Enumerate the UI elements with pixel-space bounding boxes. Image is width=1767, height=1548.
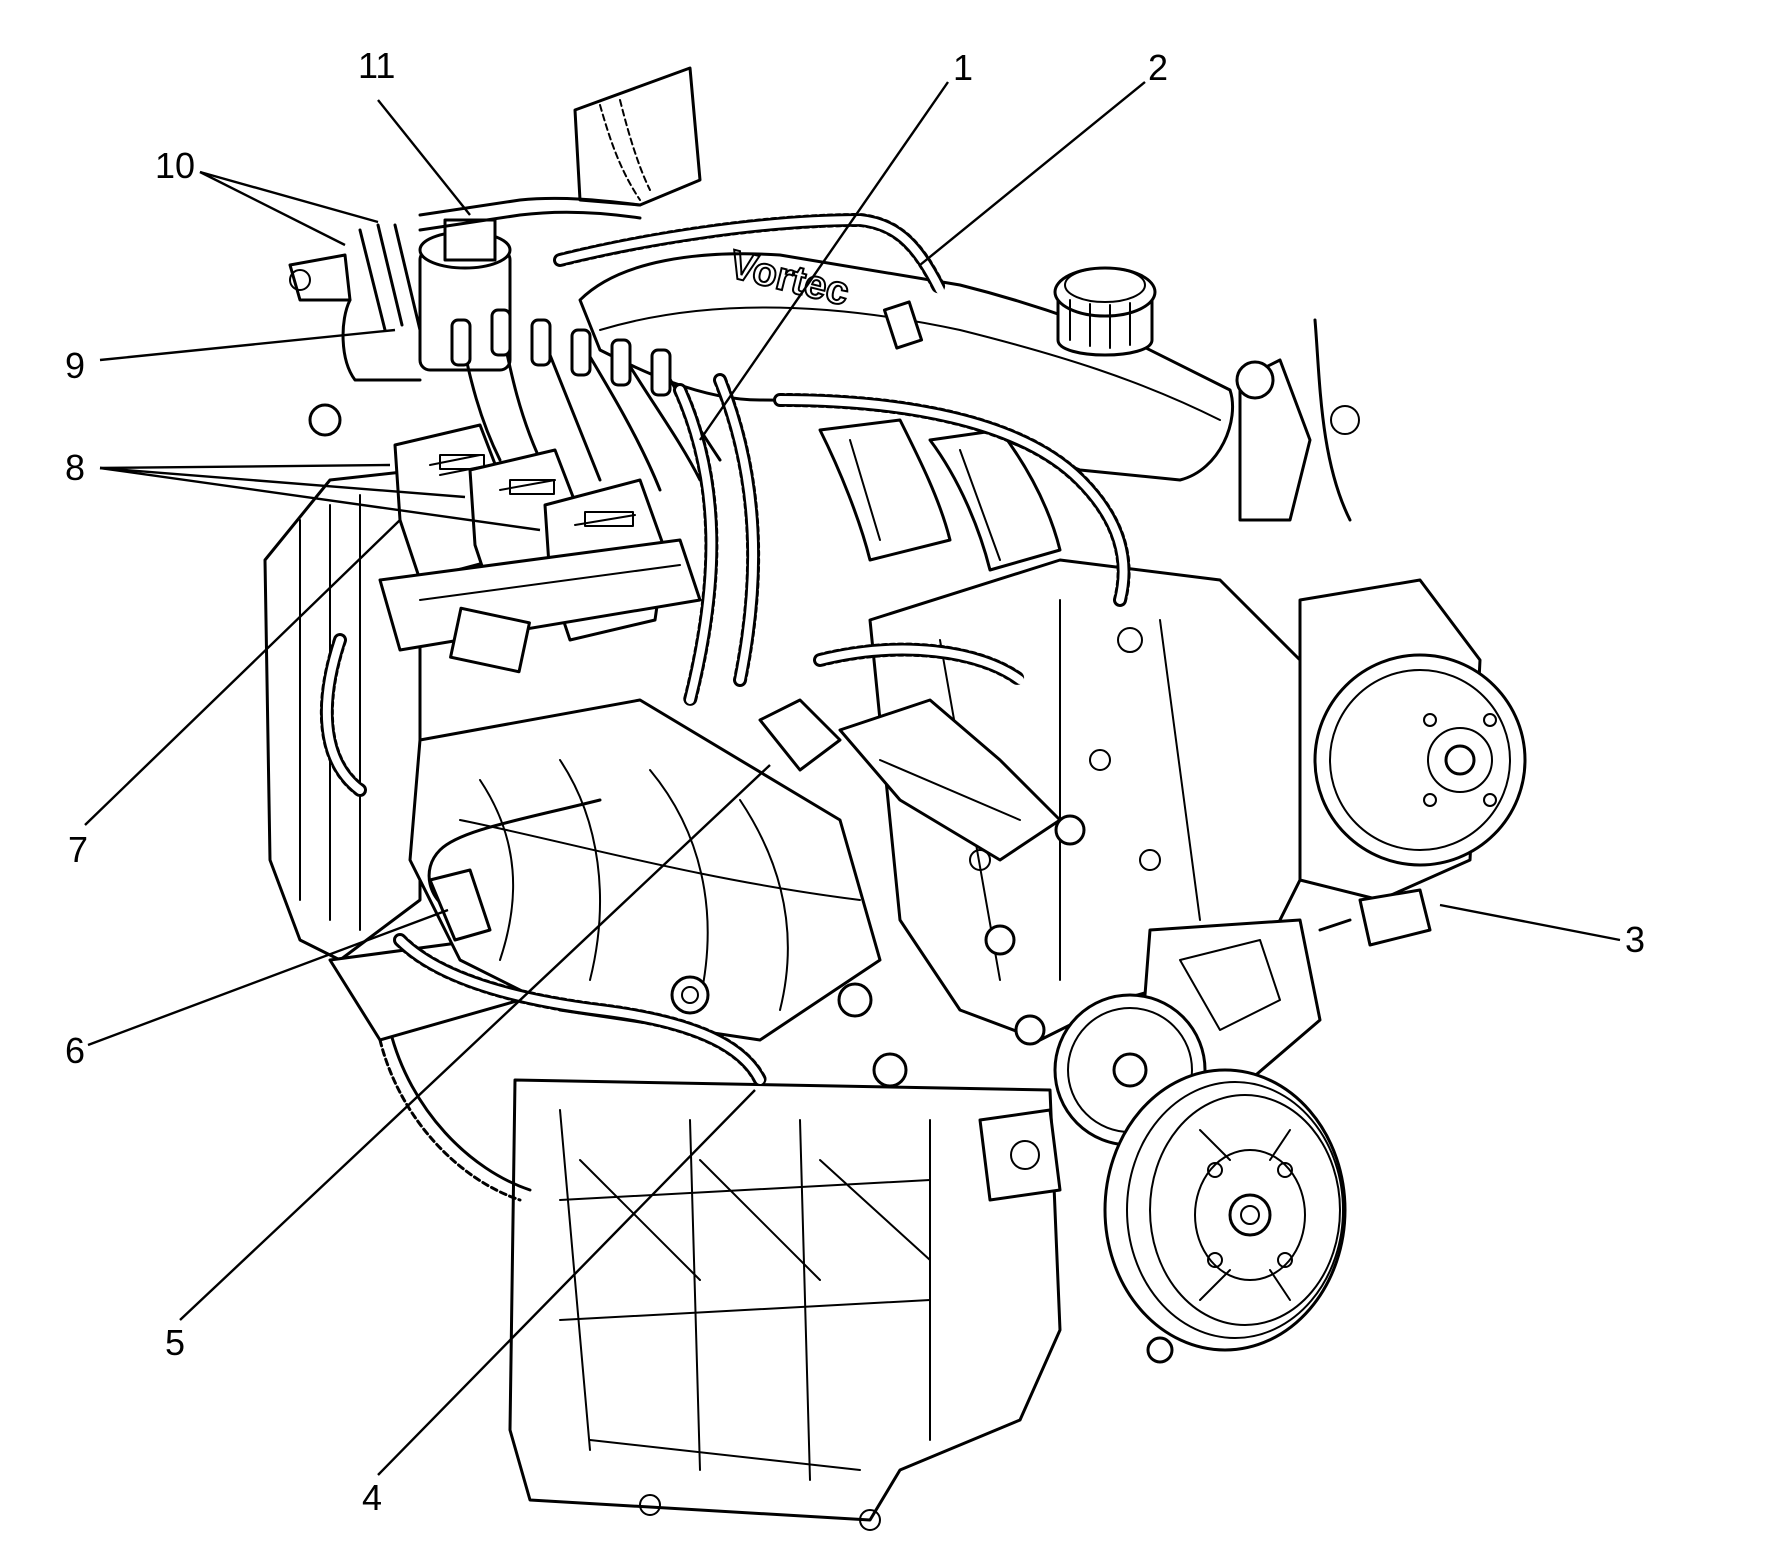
crankshaft-balancer (1103, 1068, 1347, 1352)
sensor-leads (427, 606, 1432, 947)
vacuum-lines (288, 196, 642, 437)
oil-pan (508, 1078, 1062, 1531)
ignition-coils (378, 423, 702, 652)
callout-9: 9 (65, 345, 85, 386)
callout-leaders (84, 81, 1621, 1476)
callout-2: 2 (1148, 47, 1168, 88)
coolant-outlet (1235, 318, 1360, 522)
callout-7: 7 (68, 829, 88, 870)
callout-3: 3 (1625, 919, 1645, 960)
spark-plug-wires (450, 308, 722, 492)
callout-6: 6 (65, 1030, 85, 1071)
callout-labels: 1 2 3 4 5 6 7 8 9 10 11 (65, 45, 1645, 1518)
leader-3 (1439, 903, 1621, 942)
egr-valve (418, 66, 702, 372)
leader-11 (377, 99, 471, 216)
leader-2 (919, 81, 1146, 266)
callout-1: 1 (953, 47, 973, 88)
leader-10b (199, 170, 379, 224)
engine-mount-bracket (837, 698, 1174, 1364)
accessory-bracket (1298, 578, 1527, 902)
intake-runners (818, 300, 1062, 572)
callout-8: 8 (65, 447, 85, 488)
leader-9 (99, 328, 396, 362)
leader-8c (99, 466, 541, 532)
leader-6 (87, 908, 449, 1047)
leader-5 (179, 764, 771, 1321)
leader-7 (84, 519, 401, 826)
leader-10a (199, 170, 346, 247)
callout-5: 5 (165, 1322, 185, 1363)
engine-illustration: Vortec (263, 66, 1527, 1531)
leader-8b (99, 466, 466, 499)
leader-4 (377, 1089, 756, 1476)
exhaust-manifold (408, 698, 882, 1042)
wiring-harness (319, 212, 1131, 1087)
leader-1 (699, 81, 949, 441)
callout-4: 4 (362, 1477, 382, 1518)
oil-filler-cap (1053, 266, 1157, 357)
callout-11: 11 (358, 45, 395, 86)
leader-8a (99, 463, 391, 470)
callout-10: 10 (155, 145, 195, 186)
